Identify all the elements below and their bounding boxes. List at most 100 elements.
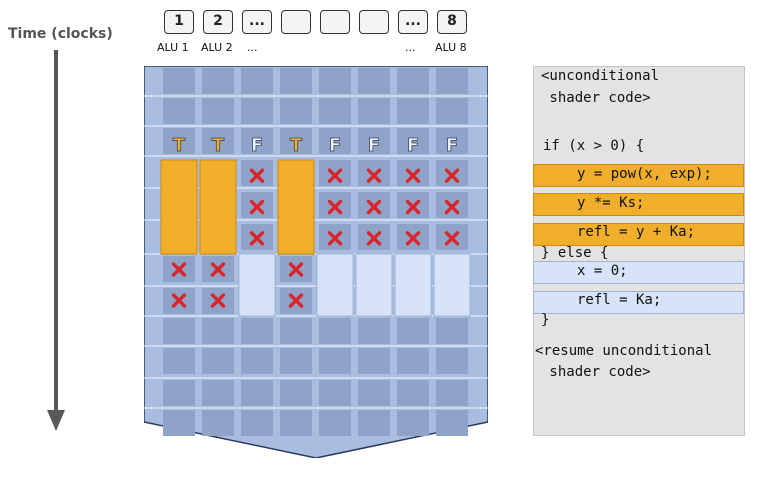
masked-x-icon xyxy=(444,231,460,246)
grid-cell xyxy=(397,348,429,374)
grid-cell xyxy=(358,68,390,94)
grid-cell xyxy=(280,98,312,124)
masked-x-icon xyxy=(249,199,265,215)
code-line-11: <resume unconditional xyxy=(535,343,713,359)
grid-cell xyxy=(319,318,351,344)
code-line-9: refl = Ka; xyxy=(577,292,662,308)
grid-cell xyxy=(397,410,429,436)
grid-cell xyxy=(319,160,351,186)
predicate-6: F xyxy=(368,135,380,156)
masked-x-icon xyxy=(171,293,187,308)
grid-cell xyxy=(358,98,390,124)
grid-cell xyxy=(202,318,234,344)
code-line-4: y = pow(x, exp); xyxy=(577,166,712,182)
active-lane-true-2 xyxy=(199,159,237,255)
grid-cell xyxy=(319,410,351,436)
grid-cell xyxy=(163,410,195,436)
time-arrow xyxy=(47,50,65,431)
grid-cell xyxy=(397,128,429,154)
grid-cell xyxy=(358,410,390,436)
masked-x-icon xyxy=(366,168,382,183)
predicate-1: T xyxy=(173,135,186,156)
grid-cell xyxy=(436,380,468,406)
grid-cell xyxy=(358,348,390,374)
alu-box-3: ... xyxy=(242,10,272,34)
true-branch-highlight-1 xyxy=(533,164,744,187)
grid-cell xyxy=(163,128,195,154)
grid-cell xyxy=(397,380,429,406)
false-branch-highlight-2 xyxy=(533,291,744,314)
grid-cell xyxy=(319,348,351,374)
grid-cell xyxy=(241,98,273,124)
active-lane-false-8 xyxy=(433,253,471,317)
masked-x-icon xyxy=(288,293,304,308)
grid-cell xyxy=(202,98,234,124)
shader-code-panel xyxy=(533,66,745,436)
alu-box-2: 2 xyxy=(203,10,233,34)
predicate-3: F xyxy=(251,135,263,156)
masked-x-icon xyxy=(405,168,421,183)
active-lane-false-7 xyxy=(394,253,432,317)
alu-box-1: 1 xyxy=(164,10,194,34)
alu-box-5 xyxy=(320,10,350,34)
grid-cell xyxy=(397,318,429,344)
code-line-8: x = 0; xyxy=(577,263,628,279)
grid-cell xyxy=(202,380,234,406)
predicate-4: T xyxy=(290,135,303,156)
grid-cell xyxy=(319,128,351,154)
grid-cell xyxy=(319,68,351,94)
masked-x-icon xyxy=(444,199,460,215)
grid-cell xyxy=(163,348,195,374)
code-line-10: } xyxy=(541,312,550,328)
masked-x-icon xyxy=(249,168,265,183)
false-branch-highlight-1 xyxy=(533,261,744,284)
grid-cell xyxy=(241,410,273,436)
grid-cell xyxy=(319,380,351,406)
grid-cell xyxy=(163,98,195,124)
time-axis-label: Time (clocks) xyxy=(8,26,113,42)
active-lane-true-1 xyxy=(160,159,198,255)
predicate-5: F xyxy=(329,135,341,156)
code-line-5: y *= Ks; xyxy=(577,195,645,211)
grid-cell xyxy=(436,410,468,436)
masked-x-icon xyxy=(288,262,304,277)
masked-x-icon xyxy=(327,231,343,246)
true-branch-highlight-2 xyxy=(533,193,744,216)
masked-x-icon xyxy=(327,168,343,183)
grid-cell xyxy=(436,318,468,344)
masked-x-icon xyxy=(327,199,343,215)
active-lane-false-3 xyxy=(238,253,276,317)
grid-cell xyxy=(280,128,312,154)
grid-cell xyxy=(436,128,468,154)
grid-cell xyxy=(241,128,273,154)
code-line-1: <unconditional xyxy=(541,68,660,84)
grid-cell xyxy=(280,380,312,406)
grid-cell xyxy=(241,160,273,186)
grid-cell xyxy=(202,68,234,94)
alu-label-ellipsis-left: ... xyxy=(247,41,258,54)
grid-cell xyxy=(163,68,195,94)
grid-cell xyxy=(241,348,273,374)
active-lane-false-5 xyxy=(316,253,354,317)
grid-cell xyxy=(436,348,468,374)
code-line-6: refl = y + Ka; xyxy=(577,224,696,240)
grid-cell xyxy=(397,160,429,186)
masked-x-icon xyxy=(366,231,382,246)
code-line-12: shader code> xyxy=(541,364,651,380)
grid-cell xyxy=(241,318,273,344)
predicate-8: F xyxy=(446,135,458,156)
alu-box-8: 8 xyxy=(437,10,467,34)
code-line-2: shader code> xyxy=(541,90,651,106)
grid-cell xyxy=(241,380,273,406)
alu-label-2: ALU 2 xyxy=(201,41,233,54)
grid-cell xyxy=(436,160,468,186)
alu-box-4 xyxy=(281,10,311,34)
masked-x-icon xyxy=(366,199,382,215)
alu-label-1: ALU 1 xyxy=(157,41,189,54)
masked-x-icon xyxy=(405,231,421,246)
masked-x-icon xyxy=(171,262,187,277)
grid-cell xyxy=(280,68,312,94)
code-line-3: if (x > 0) { xyxy=(543,138,645,154)
active-lane-false-6 xyxy=(355,253,393,317)
grid-cell xyxy=(397,98,429,124)
